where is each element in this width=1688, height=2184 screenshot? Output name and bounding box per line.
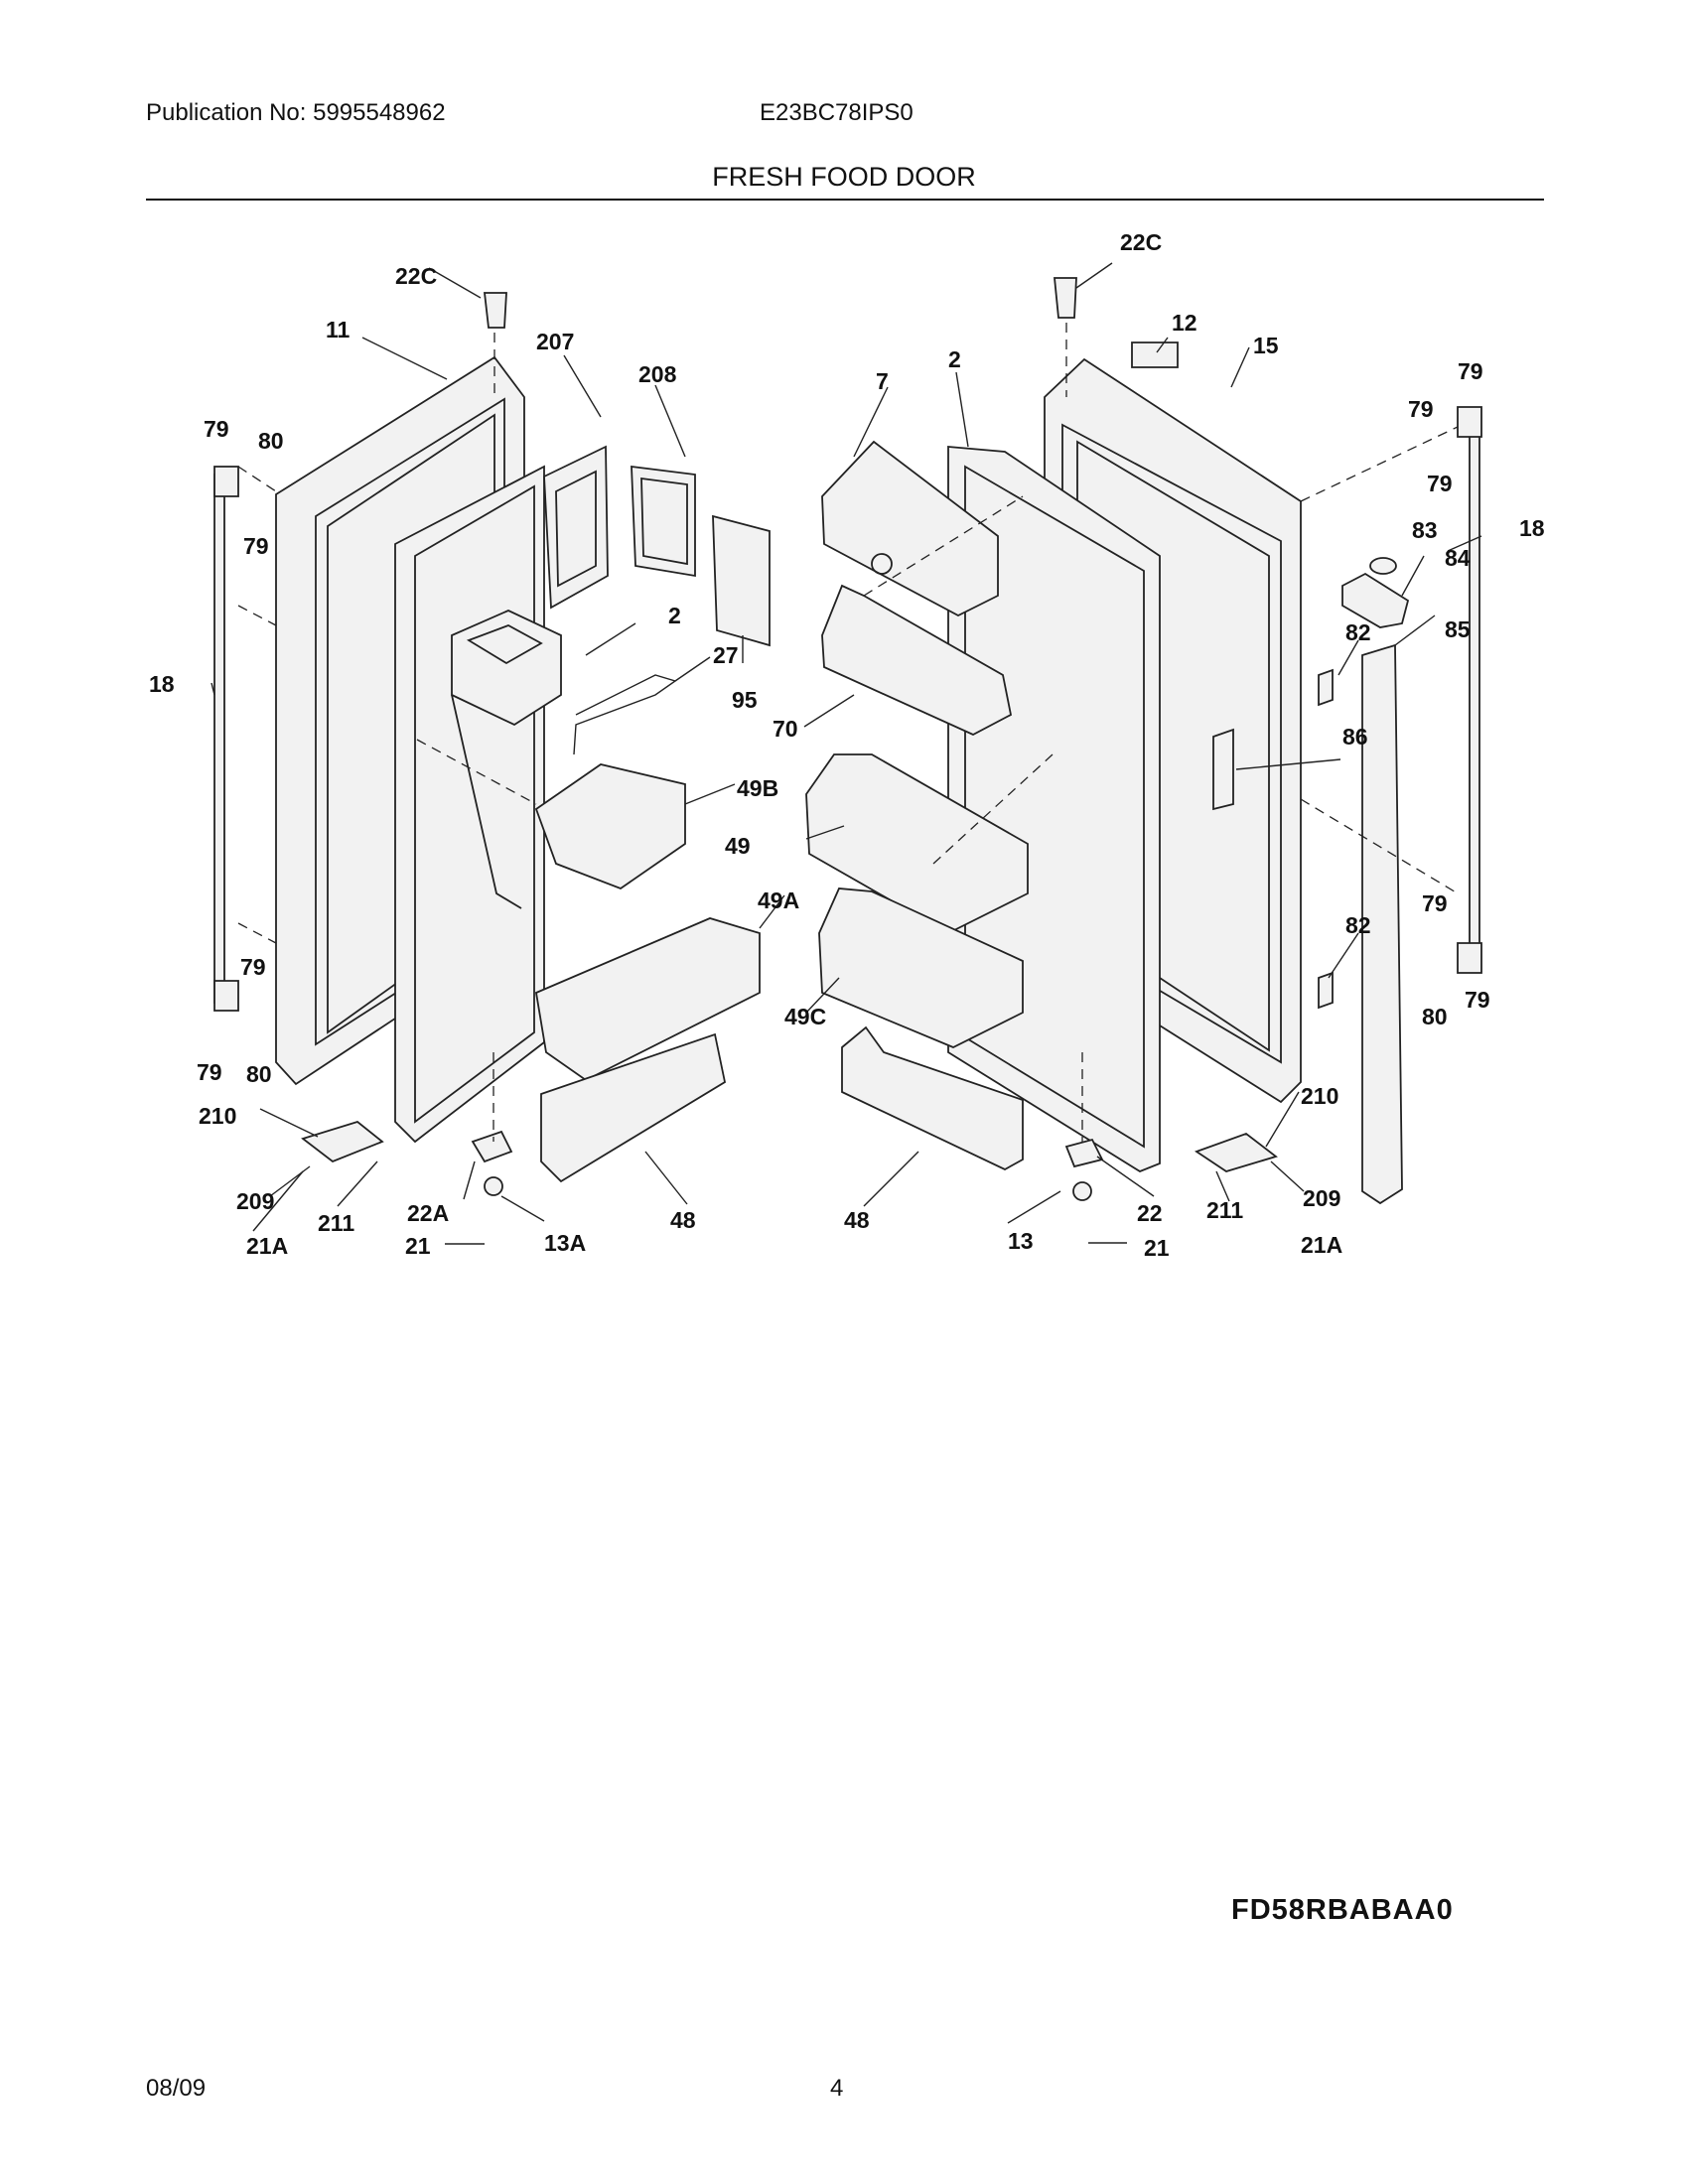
left-dispenser-trim — [543, 445, 609, 610]
part-label: 2 — [668, 603, 681, 628]
part-label: 79 — [240, 954, 266, 980]
part-label: 86 — [1342, 724, 1368, 750]
publication-date: 08/09 — [146, 2075, 207, 2102]
right-cover-84 — [1341, 572, 1410, 628]
part-label: 84 — [1445, 545, 1471, 571]
left-bin-49b — [534, 763, 686, 890]
part-label: 80 — [258, 428, 284, 454]
part-label: 207 — [536, 329, 574, 354]
part-label: 48 — [844, 1207, 870, 1233]
diagram-code: FD58RBABAA0 — [1231, 1894, 1454, 1926]
right-tray-48 — [841, 1025, 1024, 1171]
part-label: 83 — [1412, 517, 1438, 543]
part-label: 79 — [1458, 358, 1483, 384]
part-number-labels: 22C 11 207 208 79 80 79 18 2 27 95 49B 4… — [149, 229, 1545, 1261]
exploded-parts-diagram: 22C 11 207 208 79 80 79 18 2 27 95 49B 4… — [149, 229, 1545, 1261]
part-label: 210 — [199, 1103, 236, 1129]
part-label: 209 — [1303, 1185, 1340, 1211]
part-label: 79 — [1422, 890, 1448, 916]
part-label: 18 — [1519, 515, 1545, 541]
part-label: 79 — [1427, 471, 1453, 496]
part-label: 49 — [725, 833, 751, 859]
part-label: 95 — [732, 687, 758, 713]
part-label: 13 — [1008, 1228, 1034, 1254]
part-label: 85 — [1445, 616, 1471, 642]
part-label: 27 — [713, 642, 739, 668]
part-label: 22C — [395, 263, 437, 289]
header-divider — [146, 199, 1544, 201]
part-label: 21A — [246, 1233, 288, 1259]
part-label: 12 — [1172, 310, 1197, 336]
left-filter-pad — [712, 514, 771, 647]
part-label: 70 — [773, 716, 798, 742]
left-cap-22c — [483, 292, 507, 329]
part-label: 49A — [758, 887, 799, 913]
right-door-handle — [1457, 406, 1482, 974]
right-bin-49c — [818, 887, 1024, 1048]
left-bin-49a — [534, 917, 761, 1082]
part-label: 21 — [1144, 1235, 1170, 1261]
part-label: 79 — [243, 533, 269, 559]
part-label: 82 — [1345, 912, 1371, 938]
right-shelf-70 — [821, 584, 1013, 737]
right-clip-82-upper — [1318, 668, 1334, 707]
left-wire-27 — [573, 674, 677, 755]
right-bracket-210 — [1195, 1132, 1278, 1172]
part-label: 49B — [737, 775, 778, 801]
right-bin-49 — [805, 753, 1029, 935]
part-label: 211 — [318, 1210, 354, 1236]
part-label: 208 — [638, 361, 677, 387]
left-dispenser-housing — [451, 610, 562, 909]
publication-number: Publication No: 5995548962 — [146, 99, 446, 126]
left-bushing-13a — [484, 1176, 503, 1196]
leader-lines — [211, 262, 1482, 1245]
left-tray-48 — [540, 1032, 727, 1183]
right-label-12 — [1131, 341, 1179, 368]
right-button-83 — [1369, 557, 1397, 575]
part-label: 80 — [246, 1061, 272, 1087]
part-label: 22 — [1137, 1200, 1163, 1226]
part-label: 80 — [1422, 1004, 1448, 1029]
part-label: 2 — [948, 346, 961, 372]
part-label: 210 — [1301, 1083, 1338, 1109]
part-label: 79 — [1408, 396, 1434, 422]
right-bushing-13 — [1072, 1181, 1092, 1201]
part-label: 79 — [1465, 987, 1490, 1013]
left-dispenser-panel — [631, 465, 696, 578]
part-label: 13A — [544, 1230, 586, 1256]
part-label: 21A — [1301, 1232, 1342, 1258]
part-label: 7 — [876, 368, 889, 394]
part-label: 79 — [197, 1059, 222, 1085]
part-label: 11 — [326, 317, 351, 342]
part-label: 49C — [784, 1004, 826, 1029]
right-bin-7 — [821, 440, 999, 617]
left-lower-hinge — [471, 1130, 513, 1163]
part-label: 209 — [236, 1188, 274, 1214]
part-label: 211 — [1206, 1197, 1243, 1223]
right-cap-22c — [1054, 277, 1077, 319]
right-control-86 — [1212, 728, 1234, 811]
section-title: FRESH FOOD DOOR — [712, 162, 976, 192]
right-trim-strip-85 — [1361, 643, 1403, 1205]
part-label: 18 — [149, 671, 175, 697]
part-label: 79 — [204, 416, 229, 442]
part-label: 22C — [1120, 229, 1162, 255]
model-number: E23BC78IPS0 — [760, 99, 914, 126]
page-number: 4 — [830, 2075, 844, 2102]
part-label: 21 — [405, 1233, 431, 1259]
left-bracket-210 — [301, 1120, 384, 1163]
part-label: 48 — [670, 1207, 696, 1233]
part-label: 15 — [1253, 333, 1279, 358]
part-label: 82 — [1345, 619, 1371, 645]
left-door-handle — [213, 466, 239, 1012]
left-door-liner — [394, 465, 545, 1144]
right-clip-82-lower — [1318, 971, 1334, 1010]
part-label: 22A — [407, 1200, 449, 1226]
